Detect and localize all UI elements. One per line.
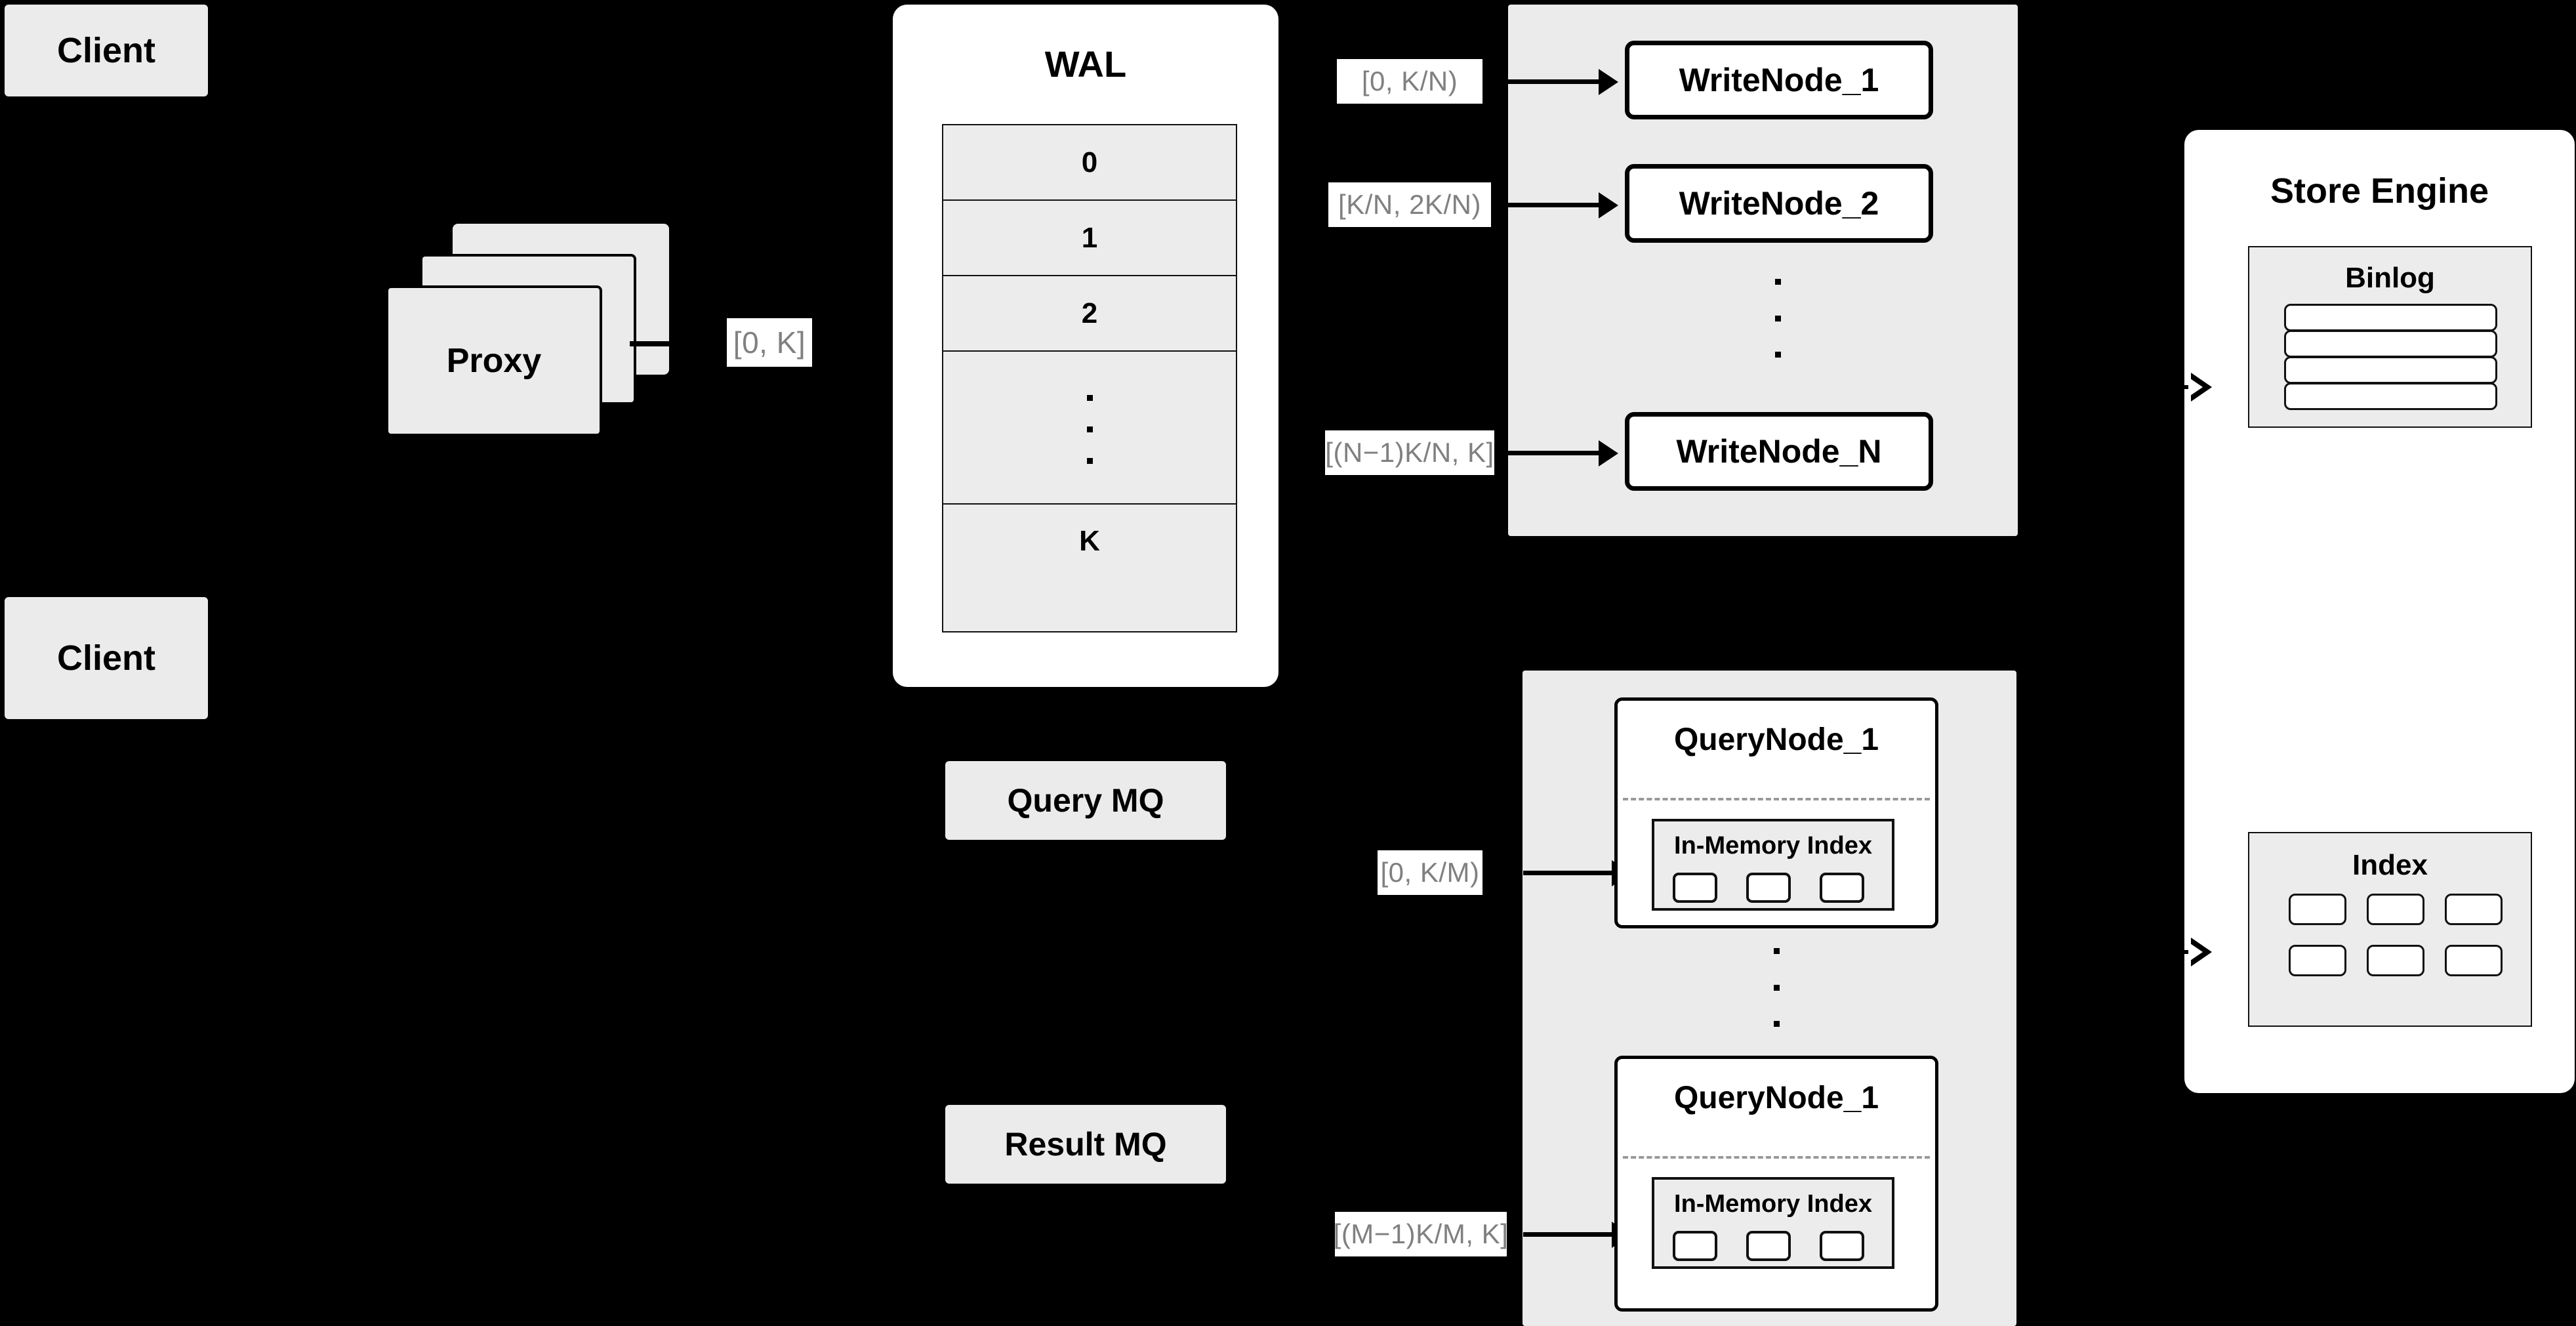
arrow-head-write-1 xyxy=(1599,69,1618,95)
binlog-row-4 xyxy=(2284,383,2497,410)
in-memory-index-1-cell-2 xyxy=(1746,873,1791,903)
interval-label-query-m: [(M−1)K/M, K] xyxy=(1334,1212,1508,1256)
wal-vertical-ellipsis-icon xyxy=(1087,395,1093,464)
arrow-line-query-m xyxy=(1523,1232,1615,1237)
arrow-line-to-binlog xyxy=(2163,385,2199,389)
wal-panel: WAL 0 1 2 K xyxy=(893,5,1278,687)
in-memory-index-1-cell-1 xyxy=(1673,873,1717,903)
binlog-row-2 xyxy=(2284,330,2497,358)
query-node-m-title: QueryNode_1 xyxy=(1673,1081,1879,1115)
write-node-2-label: WriteNode_2 xyxy=(1679,185,1879,222)
in-memory-index-1: In-Memory Index xyxy=(1652,819,1894,911)
index-cell-6 xyxy=(2445,945,2503,976)
in-memory-index-m-title: In-Memory Index xyxy=(1674,1190,1872,1218)
write-node-1[interactable]: WriteNode_1 xyxy=(1625,41,1933,119)
query-cluster-vertical-ellipsis-icon xyxy=(1773,948,1780,1027)
index-cell-2 xyxy=(2367,894,2424,925)
query-node-1-title: QueryNode_1 xyxy=(1673,722,1879,757)
binlog-title: Binlog xyxy=(2345,262,2435,294)
in-memory-index-1-title: In-Memory Index xyxy=(1674,832,1872,860)
store-engine-panel: Store Engine Binlog Index xyxy=(2184,130,2575,1093)
client-node-2[interactable]: Client xyxy=(5,597,208,719)
in-memory-index-m: In-Memory Index xyxy=(1652,1177,1894,1269)
index-cell-4 xyxy=(2289,945,2346,976)
arrow-line-write-n xyxy=(1503,451,1602,455)
wal-entry-table: 0 1 2 K xyxy=(942,124,1237,632)
proxy-node[interactable]: Proxy xyxy=(386,285,602,436)
binlog-row-3 xyxy=(2284,356,2497,384)
binlog-box: Binlog xyxy=(2248,246,2532,428)
wal-title: WAL xyxy=(1044,43,1127,85)
arrow-head-write-2 xyxy=(1599,192,1618,218)
interval-label-proxy-to-wal: [0, K] xyxy=(727,318,812,367)
query-mq-node[interactable]: Query MQ xyxy=(945,761,1226,840)
client-node-1[interactable]: Client xyxy=(5,5,208,96)
in-memory-index-m-cell-3 xyxy=(1820,1231,1864,1261)
arrow-line-to-index xyxy=(2163,950,2199,954)
arrow-line-write-1 xyxy=(1503,79,1602,84)
client-node-1-label: Client xyxy=(56,31,155,70)
interval-text: [0, K] xyxy=(733,325,806,360)
wal-row-0: 0 xyxy=(943,125,1236,201)
result-mq-label: Result MQ xyxy=(1004,1126,1167,1163)
write-cluster-vertical-ellipsis-icon xyxy=(1774,279,1781,358)
arrow-head-write-n xyxy=(1599,440,1618,466)
in-memory-index-m-cell-1 xyxy=(1673,1231,1717,1261)
write-node-1-label: WriteNode_1 xyxy=(1679,62,1879,98)
query-node-m-separator xyxy=(1623,1156,1930,1159)
arrow-head-open-to-binlog xyxy=(2188,373,2212,402)
client-node-2-label: Client xyxy=(56,638,155,678)
wal-row-ellipsis xyxy=(943,352,1236,505)
interval-label-write-n: [(N−1)K/N, K] xyxy=(1325,430,1494,475)
index-cell-5 xyxy=(2367,945,2424,976)
result-mq-node[interactable]: Result MQ xyxy=(945,1105,1226,1184)
write-node-n-label: WriteNode_N xyxy=(1676,433,1882,470)
query-node-1-separator xyxy=(1623,798,1930,800)
query-mq-label: Query MQ xyxy=(1007,782,1164,819)
arrow-line-query-1 xyxy=(1523,871,1615,875)
interval-label-write-1: [0, K/N) xyxy=(1337,59,1482,104)
interval-label-query-1: [0, K/M) xyxy=(1378,850,1482,895)
write-node-2[interactable]: WriteNode_2 xyxy=(1625,164,1933,243)
arrow-head-open-to-index xyxy=(2188,938,2212,966)
query-node-1[interactable]: QueryNode_1 In-Memory Index xyxy=(1614,697,1938,928)
index-cell-3 xyxy=(2445,894,2503,925)
write-node-n[interactable]: WriteNode_N xyxy=(1625,412,1933,491)
proxy-connector-stub xyxy=(630,341,669,346)
binlog-row-1 xyxy=(2284,304,2497,331)
index-title: Index xyxy=(2352,849,2428,881)
index-box: Index xyxy=(2248,832,2532,1027)
in-memory-index-m-cell-2 xyxy=(1746,1231,1791,1261)
interval-label-write-2: [K/N, 2K/N) xyxy=(1328,182,1491,227)
arrow-line-write-2 xyxy=(1503,203,1602,207)
wal-row-1: 1 xyxy=(943,201,1236,276)
wal-row-k: K xyxy=(943,505,1236,577)
wal-row-2: 2 xyxy=(943,276,1236,352)
index-cell-1 xyxy=(2289,894,2346,925)
store-engine-title: Store Engine xyxy=(2270,171,2489,211)
in-memory-index-1-cell-3 xyxy=(1820,873,1864,903)
query-node-m[interactable]: QueryNode_1 In-Memory Index xyxy=(1614,1056,1938,1312)
proxy-label: Proxy xyxy=(446,342,542,380)
